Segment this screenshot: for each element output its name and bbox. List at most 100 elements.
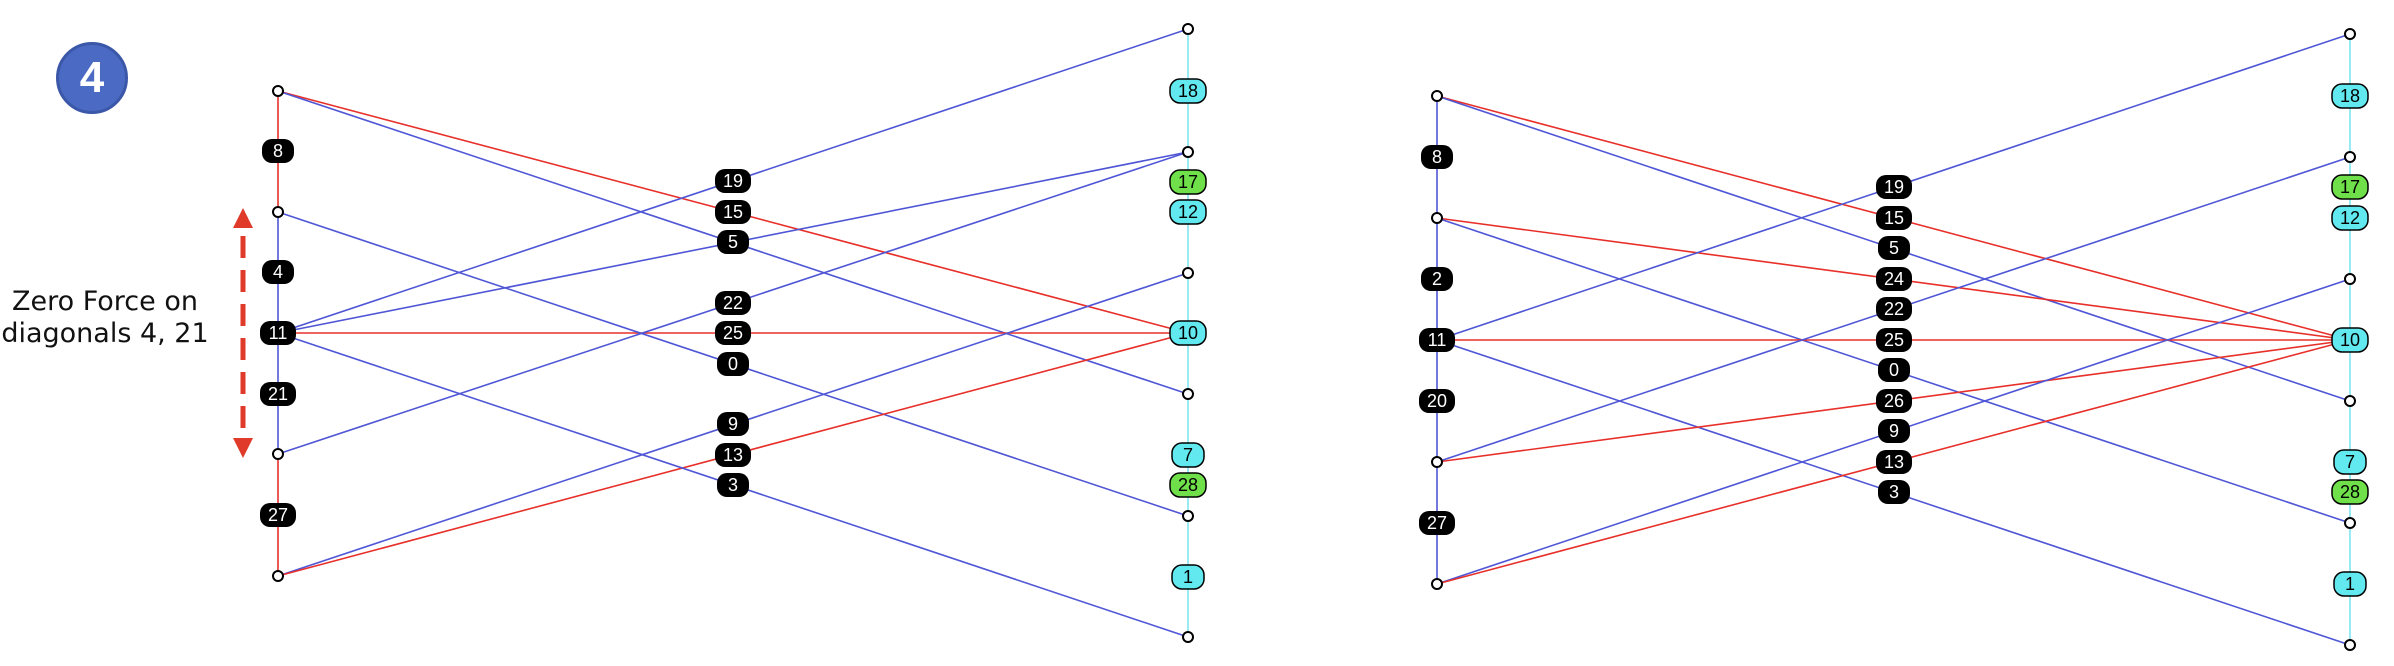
diag-b-label-2-tag: 0 [717, 352, 749, 376]
left-node-4 [1182, 23, 1194, 35]
left-right-chord-label-5: 28 [1178, 475, 1198, 495]
diag-a-label-1-bg [715, 200, 751, 224]
r-diag-label-8-bg [1878, 419, 1910, 443]
r-left-chord-label-4: 27 [1427, 513, 1447, 533]
r-diag-label-5-tag: 25 [1876, 328, 1912, 352]
diag-b-label-2-bg [717, 352, 749, 376]
left-right-chord-label-2-tag: 12 [1169, 199, 1207, 225]
r-diag-label-1: 15 [1884, 208, 1904, 228]
left-chord-label-1-tag: 4 [262, 260, 294, 284]
member-labels: 8411212719155222509133181712107281821120… [260, 78, 2369, 597]
left-right-chord-label-5-tag: 28 [1169, 472, 1207, 498]
right-node-5 [2344, 151, 2356, 163]
left-chord-label-0-tag: 8 [262, 139, 294, 163]
left-right-chord-label-4-bg [1171, 442, 1205, 468]
r-right-chord-label-4-tag: 7 [2333, 449, 2367, 475]
left-right-chord-label-1: 17 [1178, 172, 1198, 192]
r-right-chord-label-1-tag: 17 [2331, 174, 2369, 200]
r-diag-label-10-bg [1878, 480, 1910, 504]
r-right-chord-label-3-tag: 10 [2331, 327, 2369, 353]
r-right-chord-label-4-bg [2333, 449, 2367, 475]
r-diag-label-9-tag: 13 [1876, 450, 1912, 474]
left-node-5 [1182, 146, 1194, 158]
r-diag-label-3: 24 [1884, 269, 1904, 289]
diag-c-label-2-tag: 3 [717, 473, 749, 497]
r-right-chord-label-6-bg [2333, 571, 2367, 597]
left-right-chord-label-4: 7 [1183, 445, 1193, 465]
diag-a-label-2-bg [717, 230, 749, 254]
step-number-badge: 4 [56, 42, 128, 114]
left-chord-label-2-bg [260, 321, 296, 345]
r-diag-label-6-tag: 0 [1878, 358, 1910, 382]
r-right-chord-label-2: 12 [2340, 208, 2360, 228]
r-right-chord-label-5-bg [2331, 479, 2369, 505]
left-chord-label-1: 4 [273, 262, 283, 282]
diag-c-label-1-tag: 13 [715, 443, 751, 467]
r-right-chord-label-2-bg [2331, 205, 2369, 231]
right-node-0 [1431, 90, 1443, 102]
r-diag-label-2-tag: 5 [1878, 236, 1910, 260]
diag-b-label-0: 22 [723, 293, 743, 313]
left-node-6 [1182, 267, 1194, 279]
left-chord-label-4-tag: 27 [260, 503, 296, 527]
left-node-9 [1182, 631, 1194, 643]
r-right-chord-label-3: 10 [2340, 330, 2360, 350]
diag-b-label-1: 25 [723, 323, 743, 343]
r-diag-label-5-bg [1876, 328, 1912, 352]
left-chord-label-1-bg [262, 260, 294, 284]
r-right-chord-label-1: 17 [2340, 177, 2360, 197]
r-diag-label-0-bg [1876, 175, 1912, 199]
r-diag-label-1-bg [1876, 206, 1912, 230]
zero-force-arrow [233, 208, 253, 458]
r-diag-label-1-tag: 15 [1876, 206, 1912, 230]
diag-a-label-1-tag: 15 [715, 200, 751, 224]
r-diag-label-6: 0 [1889, 360, 1899, 380]
left-node-3 [272, 570, 284, 582]
arrow-head-up [233, 208, 253, 228]
left-right-chord-label-3: 10 [1178, 323, 1198, 343]
diag-c-label-2-bg [717, 473, 749, 497]
arrow-head-down [233, 438, 253, 458]
r-left-chord-label-4-tag: 27 [1419, 511, 1455, 535]
r-diag-label-8: 9 [1889, 421, 1899, 441]
truss-members [277, 28, 2351, 646]
zero-force-note: Zero Force on diagonals 4, 21 [0, 286, 210, 350]
r-left-chord-label-2: 11 [1428, 330, 1447, 350]
left-right-chord-label-2: 12 [1178, 202, 1198, 222]
diag-c-label-0-bg [717, 412, 749, 436]
r-diag-label-7: 26 [1884, 391, 1904, 411]
r-left-chord-label-0-tag: 8 [1421, 145, 1453, 169]
right-node-8 [2344, 517, 2356, 529]
right-node-2 [1431, 456, 1443, 468]
diag-b-label-0-bg [715, 291, 751, 315]
r-diag-label-6-bg [1878, 358, 1910, 382]
left-right-chord-label-3-bg [1169, 320, 1207, 346]
r-diag-label-5: 25 [1884, 330, 1904, 350]
left-chord-label-0: 8 [273, 141, 283, 161]
left-right-chord-label-0: 18 [1178, 81, 1198, 101]
left-chord-label-3-bg [260, 382, 296, 406]
left-chord-label-2: 11 [269, 323, 288, 343]
left-chord-label-4: 27 [268, 505, 288, 525]
left-right-chord-label-4-tag: 7 [1171, 442, 1205, 468]
r-diag-label-2: 5 [1889, 238, 1899, 258]
diag-c-label-0: 9 [728, 414, 738, 434]
r-left-chord-label-1-bg [1421, 267, 1453, 291]
right-node-7 [2344, 395, 2356, 407]
left-right-chord-label-0-bg [1169, 78, 1207, 104]
r-left-chord-label-4-bg [1419, 511, 1455, 535]
left-chord-label-2-tag: 11 [260, 321, 296, 345]
left-node-2 [272, 448, 284, 460]
note-line-1: Zero Force on [12, 286, 198, 317]
r-diag-label-7-bg [1876, 389, 1912, 413]
left-right-chord-label-0-tag: 18 [1169, 78, 1207, 104]
r-right-chord-label-0: 18 [2340, 86, 2360, 106]
left-right-chord-label-6-tag: 1 [1171, 564, 1205, 590]
diag-a-label-2-tag: 5 [717, 230, 749, 254]
left-right-chord-label-1-bg [1169, 169, 1207, 195]
r-left-chord-label-1-tag: 2 [1421, 267, 1453, 291]
r-diag-label-3-tag: 24 [1876, 267, 1912, 291]
right-node-9 [2344, 639, 2356, 651]
r-diag-label-0: 19 [1884, 177, 1904, 197]
